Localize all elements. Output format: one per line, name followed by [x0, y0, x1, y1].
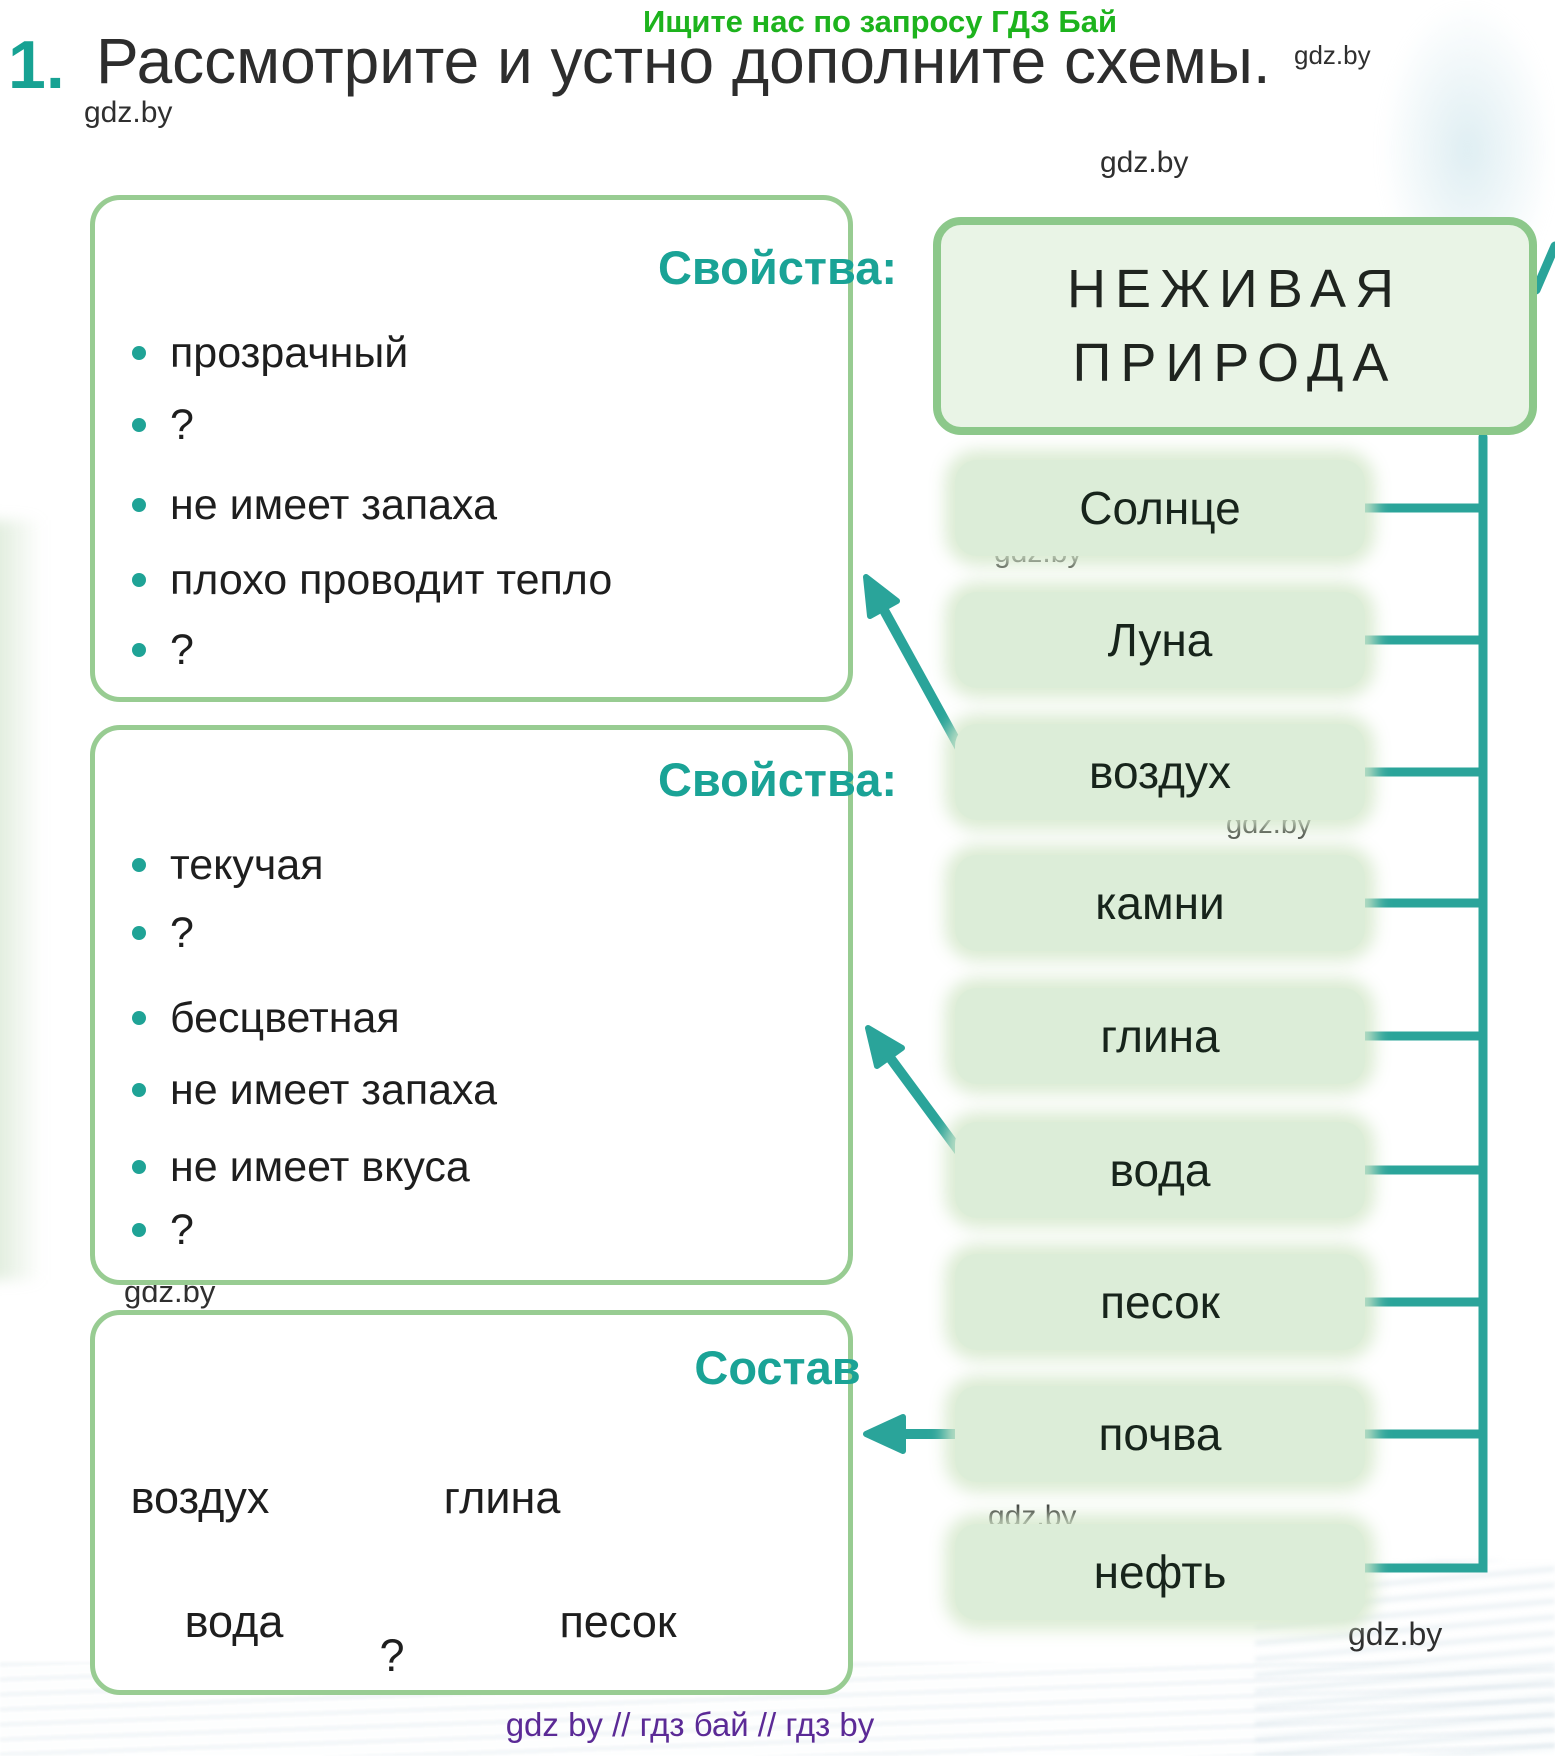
inanimate-nature-box: НЕЖИВАЯ ПРИРОДА [933, 217, 1537, 435]
watermark: gdz.by [1100, 146, 1189, 179]
bullet-dot-icon [132, 1083, 146, 1097]
nature-item-oil: нефть [955, 1524, 1365, 1620]
inanimate-nature-title-line1: НЕЖИВАЯ [1067, 259, 1403, 319]
watermark: gdz.by [1294, 40, 1371, 70]
inanimate-nature-title-line2: ПРИРОДА [1072, 333, 1398, 393]
nature-item-sand: песок [955, 1254, 1365, 1350]
water-properties-box [90, 725, 853, 1285]
bullet-dot-icon [132, 1223, 146, 1237]
watercolor-left-decoration [0, 520, 42, 1280]
watermark: gdz.by [84, 96, 173, 129]
composition-part-sand: песок [559, 1596, 677, 1647]
spine-line [1358, 432, 1488, 1573]
soil-composition-box [90, 1310, 853, 1695]
air-properties-title: Свойства: [657, 241, 898, 294]
bullet-dot-icon [132, 498, 146, 512]
bullet-item: ? [132, 1202, 194, 1258]
footer-watermark: gdz by // гдз бай // гдз by [505, 1706, 875, 1743]
exercise-number: 1. [8, 27, 65, 103]
soil-composition-title: Состав [694, 1341, 861, 1394]
nature-item-moon: Луна [955, 592, 1365, 688]
promo-banner: Ищите нас по запросу ГДЗ Бай [642, 4, 1118, 39]
composition-part-water: вода [184, 1596, 284, 1647]
bullet-item: ? [132, 905, 194, 961]
composition-part-unknown: ? [379, 1630, 405, 1681]
bullet-dot-icon [132, 1160, 146, 1174]
nature-item-air: воздух [955, 724, 1365, 820]
bullet-dot-icon [132, 346, 146, 360]
bullet-item: текучая [132, 837, 324, 893]
bullet-item: ? [132, 397, 194, 453]
composition-part-air: воздух [130, 1472, 270, 1523]
bullet-item: плохо проводит тепло [132, 552, 612, 608]
exercise-title: Рассмотрите и устно дополните схемы. [96, 25, 1271, 97]
bullet-dot-icon [132, 926, 146, 940]
arrow-soil-to-composition [863, 1414, 972, 1454]
nature-item-soil: почва [955, 1386, 1365, 1482]
bullet-item: не имеет запаха [132, 477, 497, 533]
nature-item-stones: камни [955, 855, 1365, 951]
composition-part-clay: глина [443, 1472, 561, 1523]
air-properties-box [90, 195, 853, 702]
bullet-dot-icon [132, 1011, 146, 1025]
bullet-item: не имеет вкуса [132, 1139, 470, 1195]
bullet-item: не имеет запаха [132, 1062, 497, 1118]
bullet-dot-icon [132, 573, 146, 587]
nature-item-sun: Солнце [955, 460, 1365, 556]
water-properties-title: Свойства: [657, 753, 898, 806]
item-connector-lines [1358, 503, 1488, 1439]
bullet-item: прозрачный [132, 325, 408, 381]
bullet-item: бесцветная [132, 990, 400, 1046]
bullet-item: ? [132, 622, 194, 678]
bullet-dot-icon [132, 858, 146, 872]
watermark: gdz.by [1348, 1616, 1443, 1652]
bullet-dot-icon [132, 418, 146, 432]
nature-item-water: вода [955, 1122, 1365, 1218]
bullet-dot-icon [132, 643, 146, 657]
nature-item-clay: глина [955, 988, 1365, 1084]
